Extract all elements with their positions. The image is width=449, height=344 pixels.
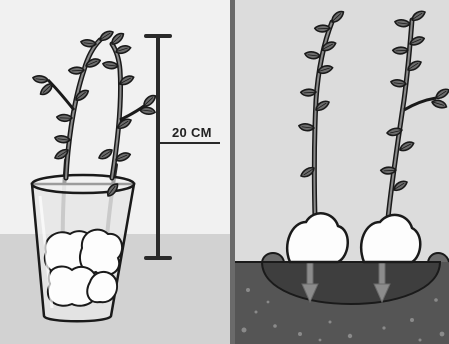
- glass-rim: [32, 175, 134, 193]
- right-panel: [235, 0, 449, 344]
- cotton-balls: [45, 230, 122, 306]
- soil: [235, 253, 449, 344]
- panel-divider: [230, 0, 235, 344]
- measurement-label: 20 CM: [172, 125, 212, 140]
- left-panel: [0, 0, 232, 344]
